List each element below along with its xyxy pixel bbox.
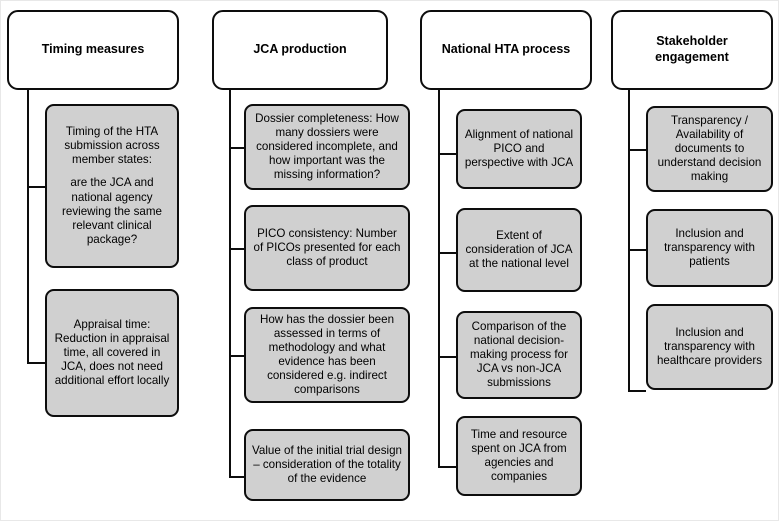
column-header-national-hta-process: National HTA process [420, 10, 592, 90]
node-transparency-availability: Transparency / Availability of documents… [646, 106, 773, 192]
connector-spine-stakeholder-engagement [628, 90, 631, 390]
node-text: Timing of the HTA submission across memb… [64, 124, 160, 167]
connector-elbow-jca-consideration-extent [438, 252, 456, 255]
node-inclusion-healthcare-providers: Inclusion and transparency with healthca… [646, 304, 773, 390]
node-text: Extent of consideration of JCA at the na… [465, 228, 573, 271]
node-text: are the JCA and national agency reviewin… [62, 176, 162, 246]
node-text: Inclusion and transparency with healthca… [656, 325, 763, 368]
node-pico-consistency: PICO consistency: Number of PICOs presen… [244, 205, 410, 291]
column-header-stakeholder-engagement: Stakeholder engagement [611, 10, 773, 90]
node-hta-submission-timing: Timing of the HTA submission across memb… [45, 104, 179, 268]
node-initial-trial-design-value: Value of the initial trial design – cons… [244, 429, 410, 501]
connector-elbow-dossier-completeness [229, 147, 244, 150]
node-text: Dossier completeness: How many dossiers … [255, 111, 399, 182]
node-appraisal-time: Appraisal time: Reduction in appraisal t… [45, 289, 179, 417]
connector-elbow-inclusion-healthcare-providers [628, 390, 646, 393]
connector-spine-jca-production [229, 90, 232, 476]
node-text: Comparison of the national decision-maki… [470, 319, 568, 390]
column-header-timing-measures: Timing measures [7, 10, 179, 90]
connector-spine-timing-measures [27, 90, 30, 362]
connector-elbow-inclusion-patients [628, 249, 646, 252]
node-text: Time and resource spent on JCA from agen… [470, 427, 568, 484]
node-dossier-completeness: Dossier completeness: How many dossiers … [244, 104, 410, 190]
connector-elbow-time-and-resource [438, 466, 456, 469]
node-pico-alignment: Alignment of national PICO and perspecti… [456, 109, 582, 189]
connector-elbow-transparency-availability [628, 149, 646, 152]
connector-elbow-initial-trial-design-value [229, 476, 244, 479]
connector-spine-national-hta-process [438, 90, 441, 466]
connector-elbow-decision-making-comparison [438, 356, 456, 359]
node-dossier-assessment-methodology: How has the dossier been assessed in ter… [244, 307, 410, 403]
connector-elbow-pico-alignment [438, 153, 456, 156]
node-text: How has the dossier been assessed in ter… [259, 312, 395, 397]
node-text: Transparency / Availability of documents… [657, 113, 762, 184]
node-text: Inclusion and transparency with patients [664, 226, 755, 269]
node-inclusion-patients: Inclusion and transparency with patients [646, 209, 773, 287]
node-time-and-resource: Time and resource spent on JCA from agen… [456, 416, 582, 496]
node-text: Value of the initial trial design – cons… [252, 443, 402, 486]
connector-elbow-hta-submission-timing [27, 186, 45, 189]
node-decision-making-comparison: Comparison of the national decision-maki… [456, 311, 582, 399]
column-header-jca-production: JCA production [212, 10, 388, 90]
node-text: Appraisal time: Reduction in appraisal t… [54, 317, 170, 388]
connector-elbow-appraisal-time [27, 362, 45, 365]
connector-elbow-pico-consistency [229, 248, 244, 251]
connector-elbow-dossier-assessment-methodology [229, 355, 244, 358]
node-text: Alignment of national PICO and perspecti… [464, 127, 574, 170]
node-text: PICO consistency: Number of PICOs presen… [253, 226, 401, 269]
node-jca-consideration-extent: Extent of consideration of JCA at the na… [456, 208, 582, 292]
